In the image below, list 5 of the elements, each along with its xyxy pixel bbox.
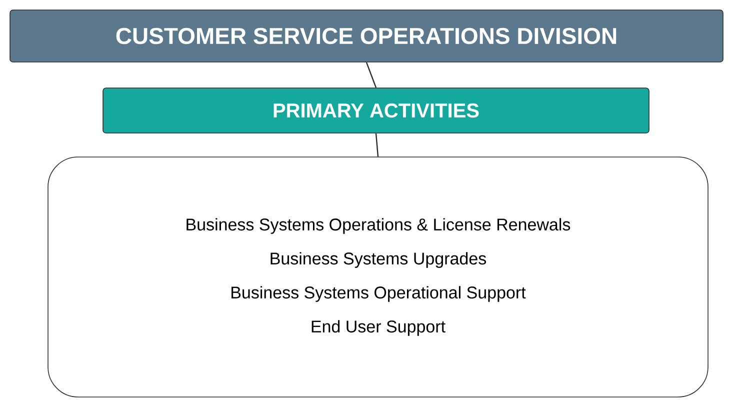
activity-panel: Business Systems Operations & License Renewals Business Systems Upgrades Business Systems Operational Support End User Support	[48, 156, 708, 398]
connector-line	[366, 62, 377, 88]
connector-line	[375, 133, 379, 157]
section-banner: PRIMARY ACTIVITIES	[102, 88, 650, 134]
title-banner: CUSTOMER SERVICE OPERATIONS DIVISION	[10, 10, 724, 62]
